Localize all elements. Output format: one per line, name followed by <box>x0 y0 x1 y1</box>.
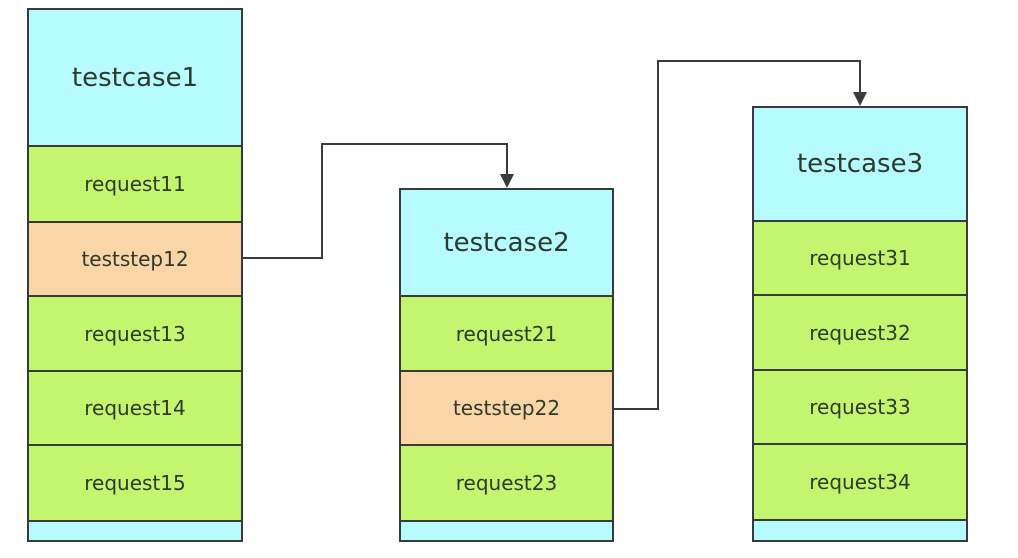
request-block: request34 <box>754 443 966 519</box>
request-block: request11 <box>29 145 241 221</box>
request-block: request23 <box>401 444 612 520</box>
testcase1-column: testcase1 request11 teststep12 request13… <box>27 8 243 542</box>
request-block: request31 <box>754 220 966 294</box>
testcase3-column: testcase3 request31 request32 request33 … <box>752 106 968 542</box>
request-block: request14 <box>29 370 241 444</box>
column-footer <box>754 519 966 540</box>
link-teststep22-to-testcase3 <box>614 60 861 410</box>
column-footer <box>401 520 612 540</box>
request-block: request15 <box>29 444 241 520</box>
request-block: request13 <box>29 295 241 370</box>
arrow-head-testcase3 <box>853 92 867 106</box>
arrow-head-testcase2 <box>500 174 514 188</box>
request-block: request33 <box>754 369 966 443</box>
column-title: testcase3 <box>754 108 966 220</box>
column-title: testcase2 <box>401 190 612 295</box>
teststep-block: teststep12 <box>29 221 241 295</box>
testcase2-column: testcase2 request21 teststep22 request23 <box>399 188 614 542</box>
link-teststep12-to-testcase2 <box>243 143 508 259</box>
request-block: request21 <box>401 295 612 370</box>
column-footer <box>29 520 241 540</box>
request-block: request32 <box>754 294 966 369</box>
teststep-block: teststep22 <box>401 370 612 444</box>
column-title: testcase1 <box>29 10 241 145</box>
